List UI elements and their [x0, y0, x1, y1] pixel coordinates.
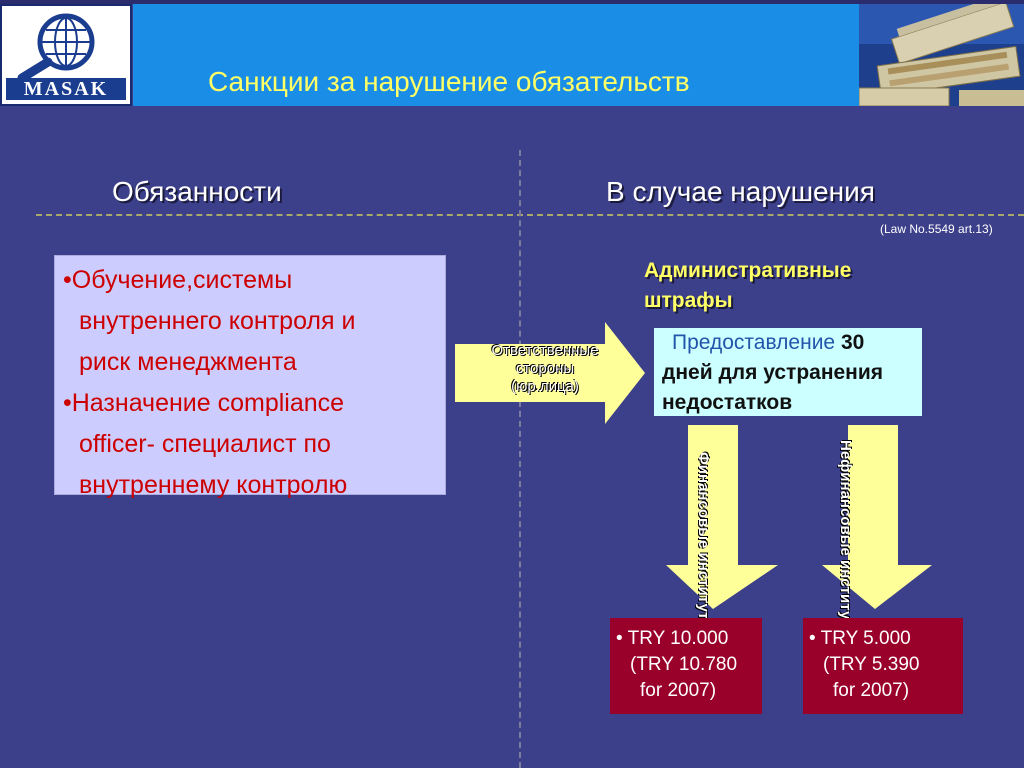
money-stack-image: [859, 4, 1024, 106]
fine-box-financial: • TRY 10.000 (TRY 10.780 for 2007): [610, 618, 762, 714]
fine-amount: • TRY 5.000: [809, 628, 911, 649]
nonfinancial-institutions-label: Нефинансовые институты: [837, 440, 854, 640]
provision-word: Предоставление: [672, 331, 836, 354]
globe-magnifier-icon: [17, 13, 95, 80]
down-arrow-financial-icon: [666, 425, 778, 609]
fine-amount: • TRY 10.000: [616, 628, 729, 649]
provision-line-3: недостатков: [662, 391, 793, 414]
vertical-divider: [519, 150, 521, 768]
right-arrow-icon: [455, 322, 645, 424]
provision-line-1: Предоставление 30: [662, 328, 914, 358]
duty-line: риск менеджмента: [79, 348, 297, 376]
duty-line: •Обучение,системы: [63, 266, 293, 294]
responsible-parties-label: Ответственные стороны (юр.лица): [455, 342, 635, 396]
fine-adjusted: (TRY 5.390: [823, 654, 920, 675]
masak-logo: MASAK: [0, 4, 132, 106]
admin-fines-line: штрафы: [644, 289, 733, 312]
top-border: [0, 0, 1024, 4]
duty-item-compliance-officer: •Назначение compliance officer- специали…: [63, 383, 437, 506]
duty-line: officer- специалист по: [79, 430, 331, 458]
responsible-line: (юр.лица): [511, 378, 579, 395]
horizontal-divider: [36, 214, 1024, 216]
header-band: Санкции за нарушение обязательств: [133, 4, 859, 106]
fine-year: for 2007): [640, 680, 717, 701]
duty-line: •Назначение compliance: [63, 389, 345, 417]
responsible-line: Ответственные: [491, 342, 599, 359]
responsible-line: стороны: [515, 360, 575, 377]
page-title: Санкции за нарушение обязательств: [208, 66, 690, 97]
law-reference: (Law No.5549 art.13): [880, 222, 993, 236]
duty-line: внутреннего контроля и: [79, 307, 356, 335]
duty-item-training: •Обучение,системы внутреннего контроля и…: [63, 260, 437, 383]
down-arrow-nonfinancial-icon: [822, 425, 932, 609]
duties-box: •Обучение,системы внутреннего контроля и…: [54, 255, 446, 499]
fine-year: for 2007): [833, 680, 910, 701]
admin-fines-heading: Административные штрафы: [644, 256, 851, 316]
duties-heading: Обязанности: [112, 176, 282, 207]
provision-line-2: дней для устранения: [662, 361, 884, 384]
financial-institutions-label: Финансовые институты: [695, 452, 712, 633]
logo-wordmark: MASAK: [6, 78, 126, 100]
violation-heading: В случае нарушения: [606, 176, 875, 207]
duty-line: внутреннему контролю: [79, 471, 348, 499]
admin-fines-line: Административные: [644, 259, 852, 282]
provision-days: 30: [840, 331, 865, 354]
provision-box: Предоставление 30 дней для устранения не…: [654, 328, 922, 416]
fine-box-nonfinancial: • TRY 5.000 (TRY 5.390 for 2007): [803, 618, 963, 714]
fine-adjusted: (TRY 10.780: [630, 654, 738, 675]
